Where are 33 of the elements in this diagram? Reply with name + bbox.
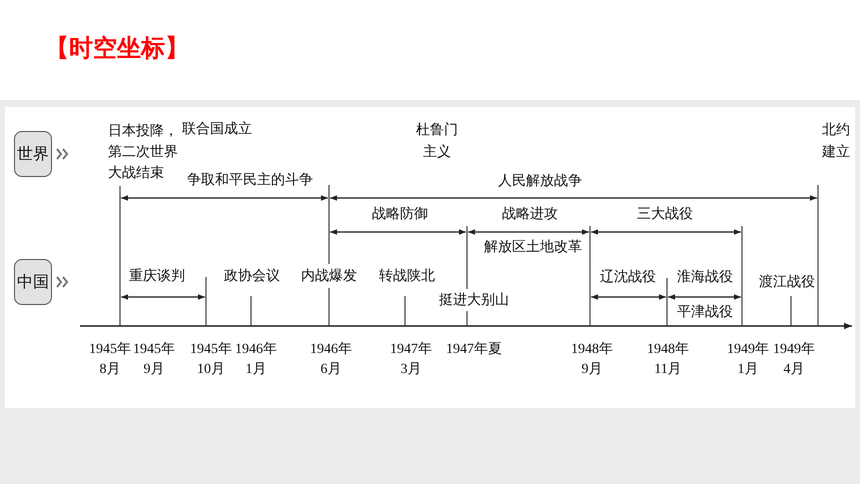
date-label: 1945年8月: [88, 340, 132, 379]
event-label: 渡江战役: [759, 273, 815, 291]
event-label: 争取和平民主的斗争: [187, 171, 313, 189]
event-label: 联合国成立: [182, 120, 252, 138]
date-label: 1945年10月: [189, 340, 233, 379]
period-label: 人民解放战争: [498, 172, 582, 190]
event-label: 日本投降，第二次世界大战结束: [108, 122, 179, 183]
date-label: 1946年6月: [309, 340, 353, 379]
period-label: 三大战役: [637, 205, 693, 223]
date-label: 1947年3月: [389, 340, 433, 379]
event-label: 转战陕北: [379, 267, 435, 285]
date-label: 1949年1月: [726, 340, 770, 379]
diagram-title: 【时空坐标】: [45, 33, 189, 63]
category-tag: 世界: [14, 131, 52, 177]
event-label: 北约建立: [820, 121, 851, 162]
period-label: 解放区土地改革: [484, 238, 582, 256]
date-label: 1948年9月: [570, 340, 614, 379]
event-label: 重庆谈判: [129, 267, 185, 285]
event-label: 杜鲁门主义: [414, 121, 459, 162]
date-label: 1949年4月: [772, 340, 816, 379]
event-label: 政协会议: [224, 267, 280, 285]
event-label: 内战爆发: [301, 267, 357, 285]
date-label: 1946年1月: [234, 340, 278, 379]
event-label: 辽沈战役: [600, 268, 656, 286]
event-label: 淮海战役: [677, 268, 733, 286]
event-label: 挺进大别山: [439, 291, 509, 309]
period-label: 战略进攻: [502, 205, 558, 223]
date-label: 1945年9月: [132, 340, 176, 379]
date-label: 1948年11月: [646, 340, 690, 379]
period-label: 战略防御: [372, 205, 428, 223]
event-label: 平津战役: [677, 303, 733, 321]
date-label: 1947年夏: [446, 340, 502, 359]
category-tag: 中国: [14, 259, 52, 305]
